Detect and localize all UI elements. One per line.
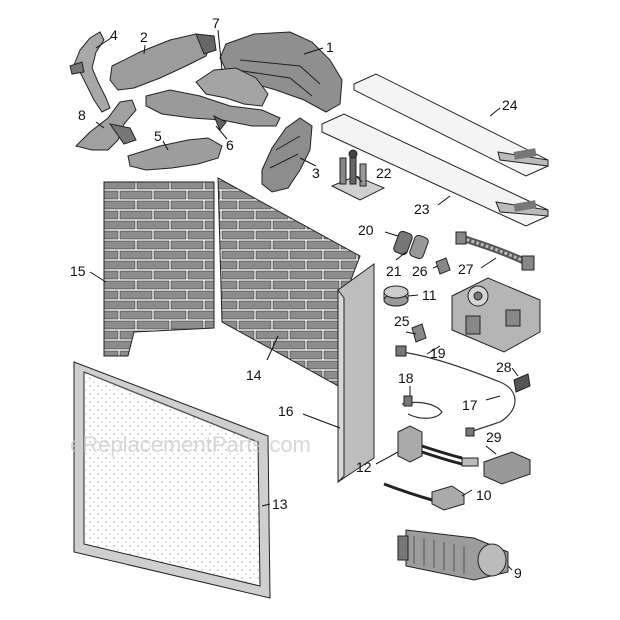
blower-part-9 [397, 529, 509, 581]
pilot-assembly-part-22 [330, 149, 386, 201]
callout-9: 9 [514, 565, 522, 581]
callout-26: 26 [412, 263, 428, 279]
log-part-5 [127, 137, 223, 171]
callout-3: 3 [312, 165, 320, 181]
callout-19: 19 [430, 345, 446, 361]
callout-12: 12 [356, 459, 372, 475]
fitting-part-26 [435, 257, 451, 275]
log-part-4 [69, 31, 111, 113]
watermark: eReplacementParts.com [70, 432, 311, 457]
heat-shield-24 [353, 73, 549, 177]
callout-13: 13 [272, 496, 288, 512]
orifice-part-20 [393, 230, 413, 256]
fitting-part-25 [411, 323, 427, 343]
callout-5: 5 [154, 128, 162, 144]
bracket-part-29 [461, 451, 531, 485]
wire-part-18 [401, 395, 443, 419]
callout-4: 4 [110, 27, 118, 43]
connector-part-28 [513, 373, 531, 393]
callout-29: 29 [486, 429, 502, 445]
callout-23: 23 [414, 201, 430, 217]
callout-10: 10 [476, 487, 492, 503]
leader-lines [89, 29, 519, 571]
callout-24: 24 [502, 97, 518, 113]
log-part-3 [261, 117, 313, 193]
glass-door-frame [73, 361, 271, 599]
side-panel [337, 263, 375, 484]
sensor-part-10 [383, 482, 465, 511]
log-part-7 [195, 67, 269, 107]
flex-line-part-27 [455, 231, 535, 271]
callout-22: 22 [376, 165, 392, 181]
callout-18: 18 [398, 370, 414, 386]
callout-2: 2 [140, 29, 148, 45]
callout-21: 21 [386, 263, 402, 279]
callout-7: 7 [212, 15, 220, 31]
callout-17: 17 [462, 397, 478, 413]
callout-8: 8 [78, 107, 86, 123]
orifice-part-21 [409, 234, 429, 260]
log-part-2 [109, 33, 217, 91]
callout-11: 11 [422, 287, 437, 303]
log-part-8 [75, 99, 137, 151]
callout-27: 27 [458, 261, 474, 277]
brick-panel-left [103, 181, 215, 357]
switch-part-12 [397, 425, 463, 466]
log-part-6 [145, 89, 281, 131]
callout-15: 15 [70, 263, 86, 279]
gas-valve-part-19 [451, 277, 541, 353]
wire-part-17 [395, 345, 516, 437]
callout-25: 25 [394, 313, 410, 329]
callout-1: 1 [326, 39, 334, 55]
callout-16: 16 [278, 403, 294, 419]
heat-shield-23 [321, 113, 549, 227]
callout-6: 6 [226, 137, 234, 153]
callout-labels: 1 2 3 4 5 6 7 8 9 10 11 12 13 14 15 16 1… [70, 15, 522, 581]
callout-20: 20 [358, 222, 374, 238]
callout-28: 28 [496, 359, 512, 375]
callout-14: 14 [246, 367, 262, 383]
knob-part-11 [383, 285, 409, 307]
